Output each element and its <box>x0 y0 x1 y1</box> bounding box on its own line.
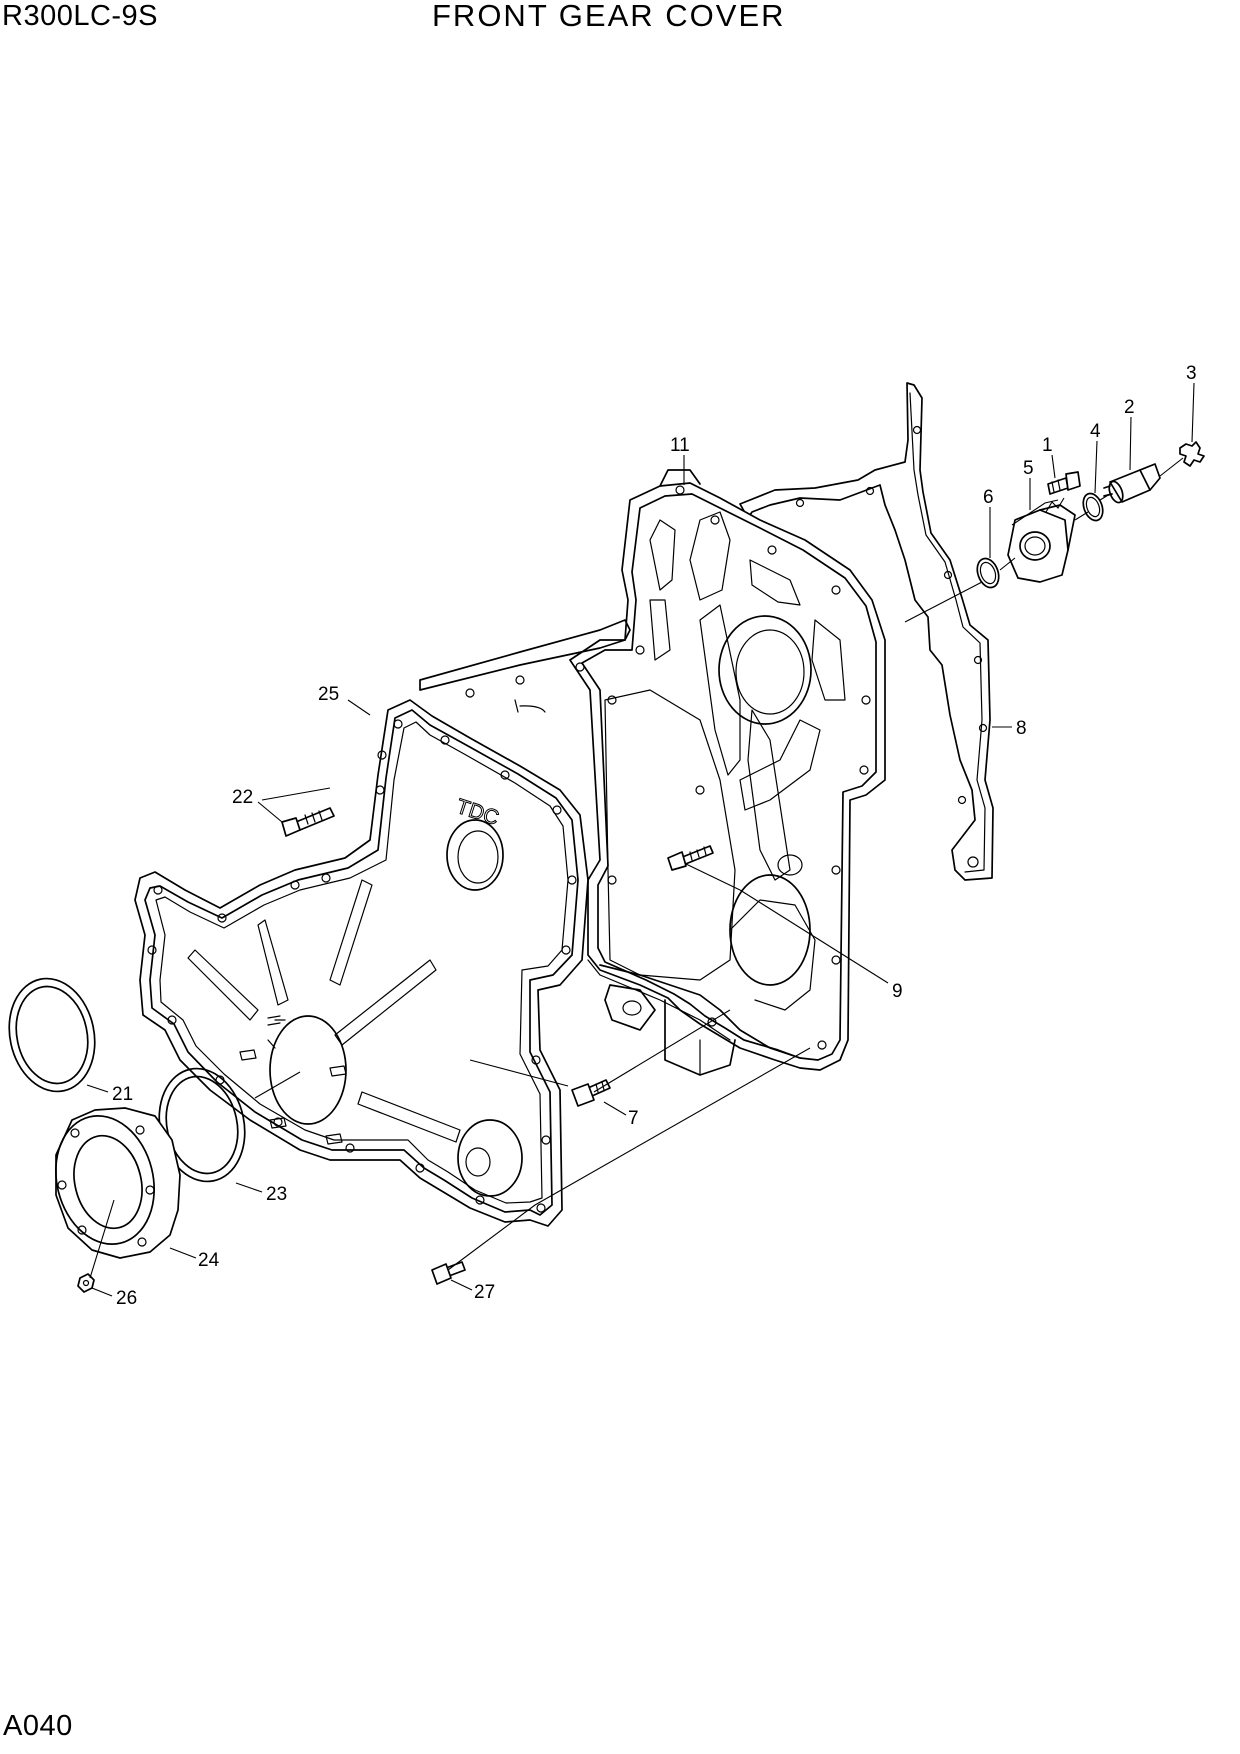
bolt-27 <box>431 1261 466 1285</box>
sensor-2 <box>1103 463 1161 504</box>
callout-22: 22 <box>232 787 253 808</box>
callout-3: 3 <box>1186 363 1197 384</box>
page-code: A040 <box>3 1710 73 1742</box>
oil-seal-21 <box>8 977 96 1093</box>
callout-11: 11 <box>670 435 690 456</box>
gasket-8 <box>739 382 994 881</box>
callout-6: 6 <box>983 487 994 508</box>
o-ring-4 <box>1082 492 1104 522</box>
callout-23: 23 <box>266 1184 287 1205</box>
bolt-7 <box>571 1079 611 1107</box>
connector-3 <box>1179 441 1205 467</box>
callout-5: 5 <box>1023 458 1034 479</box>
bolt-9 <box>667 845 714 871</box>
seal-retainer-24 <box>54 1107 181 1259</box>
callout-8: 8 <box>1016 718 1027 739</box>
callout-1: 1 <box>1042 435 1053 456</box>
bolt-1 <box>1047 471 1081 495</box>
bolt-22 <box>281 807 335 837</box>
callout-9: 9 <box>892 981 903 1002</box>
callout-7: 7 <box>628 1108 639 1129</box>
o-ring-6 <box>976 557 1000 589</box>
callout-2: 2 <box>1124 397 1135 418</box>
callout-4: 4 <box>1090 421 1101 442</box>
model-number: R300LC-9S <box>2 0 159 32</box>
adapter-5 <box>1007 504 1076 583</box>
callout-27: 27 <box>474 1282 495 1303</box>
callout-25: 25 <box>318 684 339 705</box>
callouts: 1 2 3 4 5 6 7 8 9 11 21 22 23 24 25 26 2 <box>86 363 1197 1309</box>
page-title: FRONT GEAR COVER <box>432 0 786 33</box>
gear-housing-11 <box>419 469 886 1076</box>
front-cover-25: TDC <box>134 699 589 1227</box>
callout-21: 21 <box>112 1084 133 1105</box>
callout-26: 26 <box>116 1288 137 1309</box>
callout-24: 24 <box>198 1250 220 1271</box>
nut-26 <box>77 1273 95 1293</box>
